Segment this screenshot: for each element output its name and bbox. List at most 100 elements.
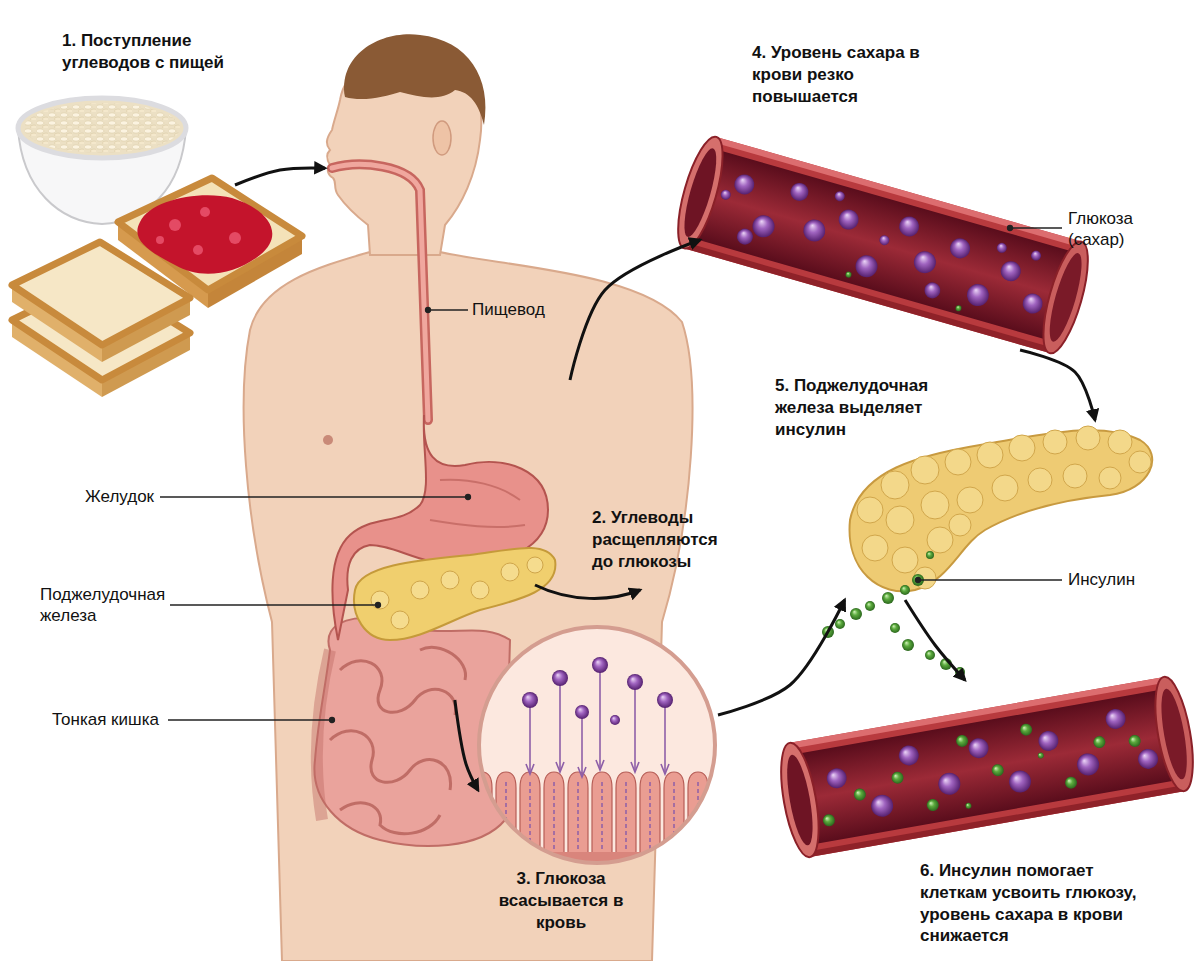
leader-line	[160, 496, 468, 497]
food-illustration	[137, 195, 272, 273]
blood-vessel	[1075, 752, 1100, 777]
pancreas-illustration	[927, 527, 953, 553]
human-figure	[433, 121, 451, 155]
blood-vessel	[1019, 723, 1033, 737]
step-caption: 5. Поджелудочная железа выделяет инсулин	[775, 375, 953, 440]
pancreas-organ	[354, 548, 555, 640]
part-label: Пищевод	[472, 299, 545, 320]
leader-line	[428, 309, 468, 310]
pancreas-organ	[527, 557, 543, 573]
pancreas-organ	[371, 591, 389, 609]
food-illustration	[200, 207, 210, 217]
leader-line	[376, 603, 381, 608]
small-intestine	[340, 661, 456, 715]
food-illustration	[24, 103, 180, 153]
insulin-dots	[926, 551, 934, 559]
human-figure	[344, 34, 485, 125]
pointer-arrow	[535, 585, 640, 598]
pancreas-illustration	[886, 506, 914, 534]
blood-vessel	[991, 763, 1005, 777]
blood-vessel	[1136, 747, 1159, 770]
blood-vessel	[834, 190, 846, 202]
blood-vessel	[1128, 734, 1142, 748]
blood-vessel	[996, 242, 1008, 254]
leader-line	[160, 226, 1062, 723]
food-illustration	[18, 98, 186, 158]
blood-vessel	[669, 132, 1097, 357]
pancreas-illustration	[921, 491, 949, 519]
blood-vessel	[937, 771, 962, 796]
blood-vessel	[845, 271, 852, 278]
pancreas-organ	[501, 563, 519, 581]
leader-line	[330, 718, 335, 723]
pancreas-illustration	[992, 475, 1018, 501]
blood-vessel	[1020, 291, 1045, 316]
blood-vessel	[878, 234, 890, 246]
blood-vessel	[836, 207, 861, 232]
blood-vessel	[1037, 752, 1044, 759]
blood-vessel	[801, 217, 828, 244]
food-illustration	[169, 219, 181, 231]
step-caption: 2. Углеводы расщепляются до глюкозы	[592, 507, 742, 572]
blood-vessel	[732, 172, 757, 197]
blood-vessel	[897, 744, 920, 767]
pancreas-illustration	[977, 442, 1003, 468]
step-caption: 1. Поступление углеводов с пищей	[62, 30, 254, 74]
villi-magnification	[479, 627, 715, 863]
pancreas-illustration	[957, 487, 983, 513]
villi-magnification	[526, 760, 669, 777]
process-arrow	[235, 168, 325, 185]
insulin-dots	[925, 650, 935, 660]
leader-line	[1008, 226, 1013, 231]
blood-vessel	[1104, 707, 1127, 730]
blood-vessel	[998, 259, 1023, 284]
part-label: Тонкая кишка	[52, 709, 159, 730]
insulin-dots	[902, 639, 914, 651]
blood-vessel	[1037, 729, 1060, 752]
pancreas-illustration	[850, 426, 1153, 591]
pancreas-illustration	[1108, 430, 1132, 454]
blood-vessel	[720, 189, 732, 201]
blood-vessel	[669, 132, 1097, 357]
leader-line	[426, 308, 431, 313]
step-caption: 4. Уровень сахара в крови резко повышает…	[752, 42, 937, 107]
food-illustration	[156, 236, 164, 244]
pancreas-illustration	[949, 514, 971, 536]
insulin-dots	[822, 551, 965, 677]
pancreas-illustration	[1129, 451, 1151, 473]
insulin-dots	[940, 658, 952, 670]
blood-vessel	[788, 181, 810, 203]
pancreas-organ	[441, 571, 459, 589]
step-node: 2. Углеводы расщепляются до глюкозы	[325, 60, 570, 700]
villi-magnification	[470, 627, 730, 880]
villi-magnification	[552, 670, 568, 686]
blood-vessel	[735, 227, 755, 247]
blood-vessel	[1007, 769, 1032, 794]
pancreas-organ	[411, 581, 429, 599]
process-arrow	[1020, 350, 1095, 420]
insulin-dots	[822, 626, 834, 638]
stomach	[430, 520, 525, 527]
pancreas-organ	[471, 581, 489, 599]
blood-vessel	[955, 305, 962, 312]
step-caption: 3. Глюкоза всасывается в кровь	[496, 868, 626, 933]
small-intestine	[340, 803, 440, 834]
blood-vessel	[750, 213, 777, 240]
insulin-dots	[865, 601, 875, 611]
leader-line	[170, 604, 378, 605]
leader-line	[916, 578, 921, 583]
blood-vessel	[853, 788, 867, 802]
insulin-dots	[835, 619, 845, 629]
villi-magnification	[592, 657, 608, 673]
leader-line	[466, 495, 471, 500]
pancreas-illustration	[945, 449, 971, 475]
pancreas-illustration	[850, 430, 1153, 591]
process-arrow	[905, 600, 965, 680]
pancreas-illustration	[857, 497, 883, 523]
blood-vessel	[825, 767, 848, 790]
process-arrow	[455, 700, 478, 790]
blood-vessel	[891, 771, 905, 785]
